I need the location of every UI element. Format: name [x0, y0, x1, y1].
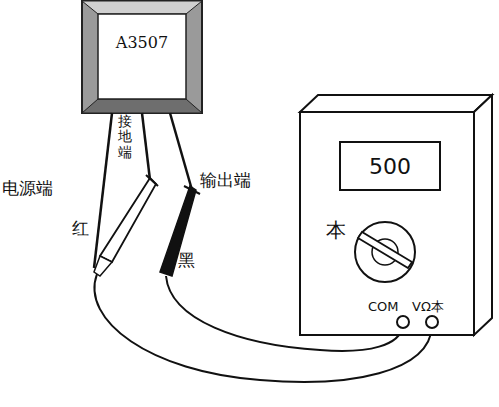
meter-display-frame	[340, 142, 440, 190]
chip-face	[98, 14, 186, 99]
com-jack	[397, 316, 409, 328]
selector-dial	[355, 222, 415, 282]
black-probe-label: 黑	[178, 252, 195, 269]
meter-top	[300, 95, 492, 112]
v-ohm-jack	[426, 316, 438, 328]
ground-lead	[142, 113, 150, 180]
meter-body	[300, 112, 474, 335]
chip-bevel	[82, 1, 202, 14]
dial-pointer	[358, 232, 412, 268]
output-terminal-label: 输出端	[200, 172, 251, 189]
node-text: A3507	[116, 33, 168, 52]
red-probe-label: 红	[72, 220, 89, 237]
probe-guard	[146, 175, 158, 186]
red-probe-end	[94, 256, 112, 276]
dial-symbol: 本	[326, 220, 346, 240]
jack-label: VΩ本	[412, 300, 444, 313]
chip-label-box: A3507	[99, 22, 185, 62]
probe-guard	[184, 186, 200, 194]
red-probe	[100, 178, 156, 262]
chip-frame	[82, 1, 202, 113]
ground-terminal-label: 接地端	[118, 114, 132, 160]
power-terminal-label: 电源端	[2, 180, 53, 197]
jack-label: COM	[368, 300, 399, 313]
node-text: 500	[369, 154, 411, 179]
output-lead	[170, 113, 192, 190]
meter-side	[474, 95, 492, 335]
chip-bevel	[82, 99, 202, 113]
black-probe	[160, 186, 196, 276]
meter-display: 500	[342, 144, 438, 188]
